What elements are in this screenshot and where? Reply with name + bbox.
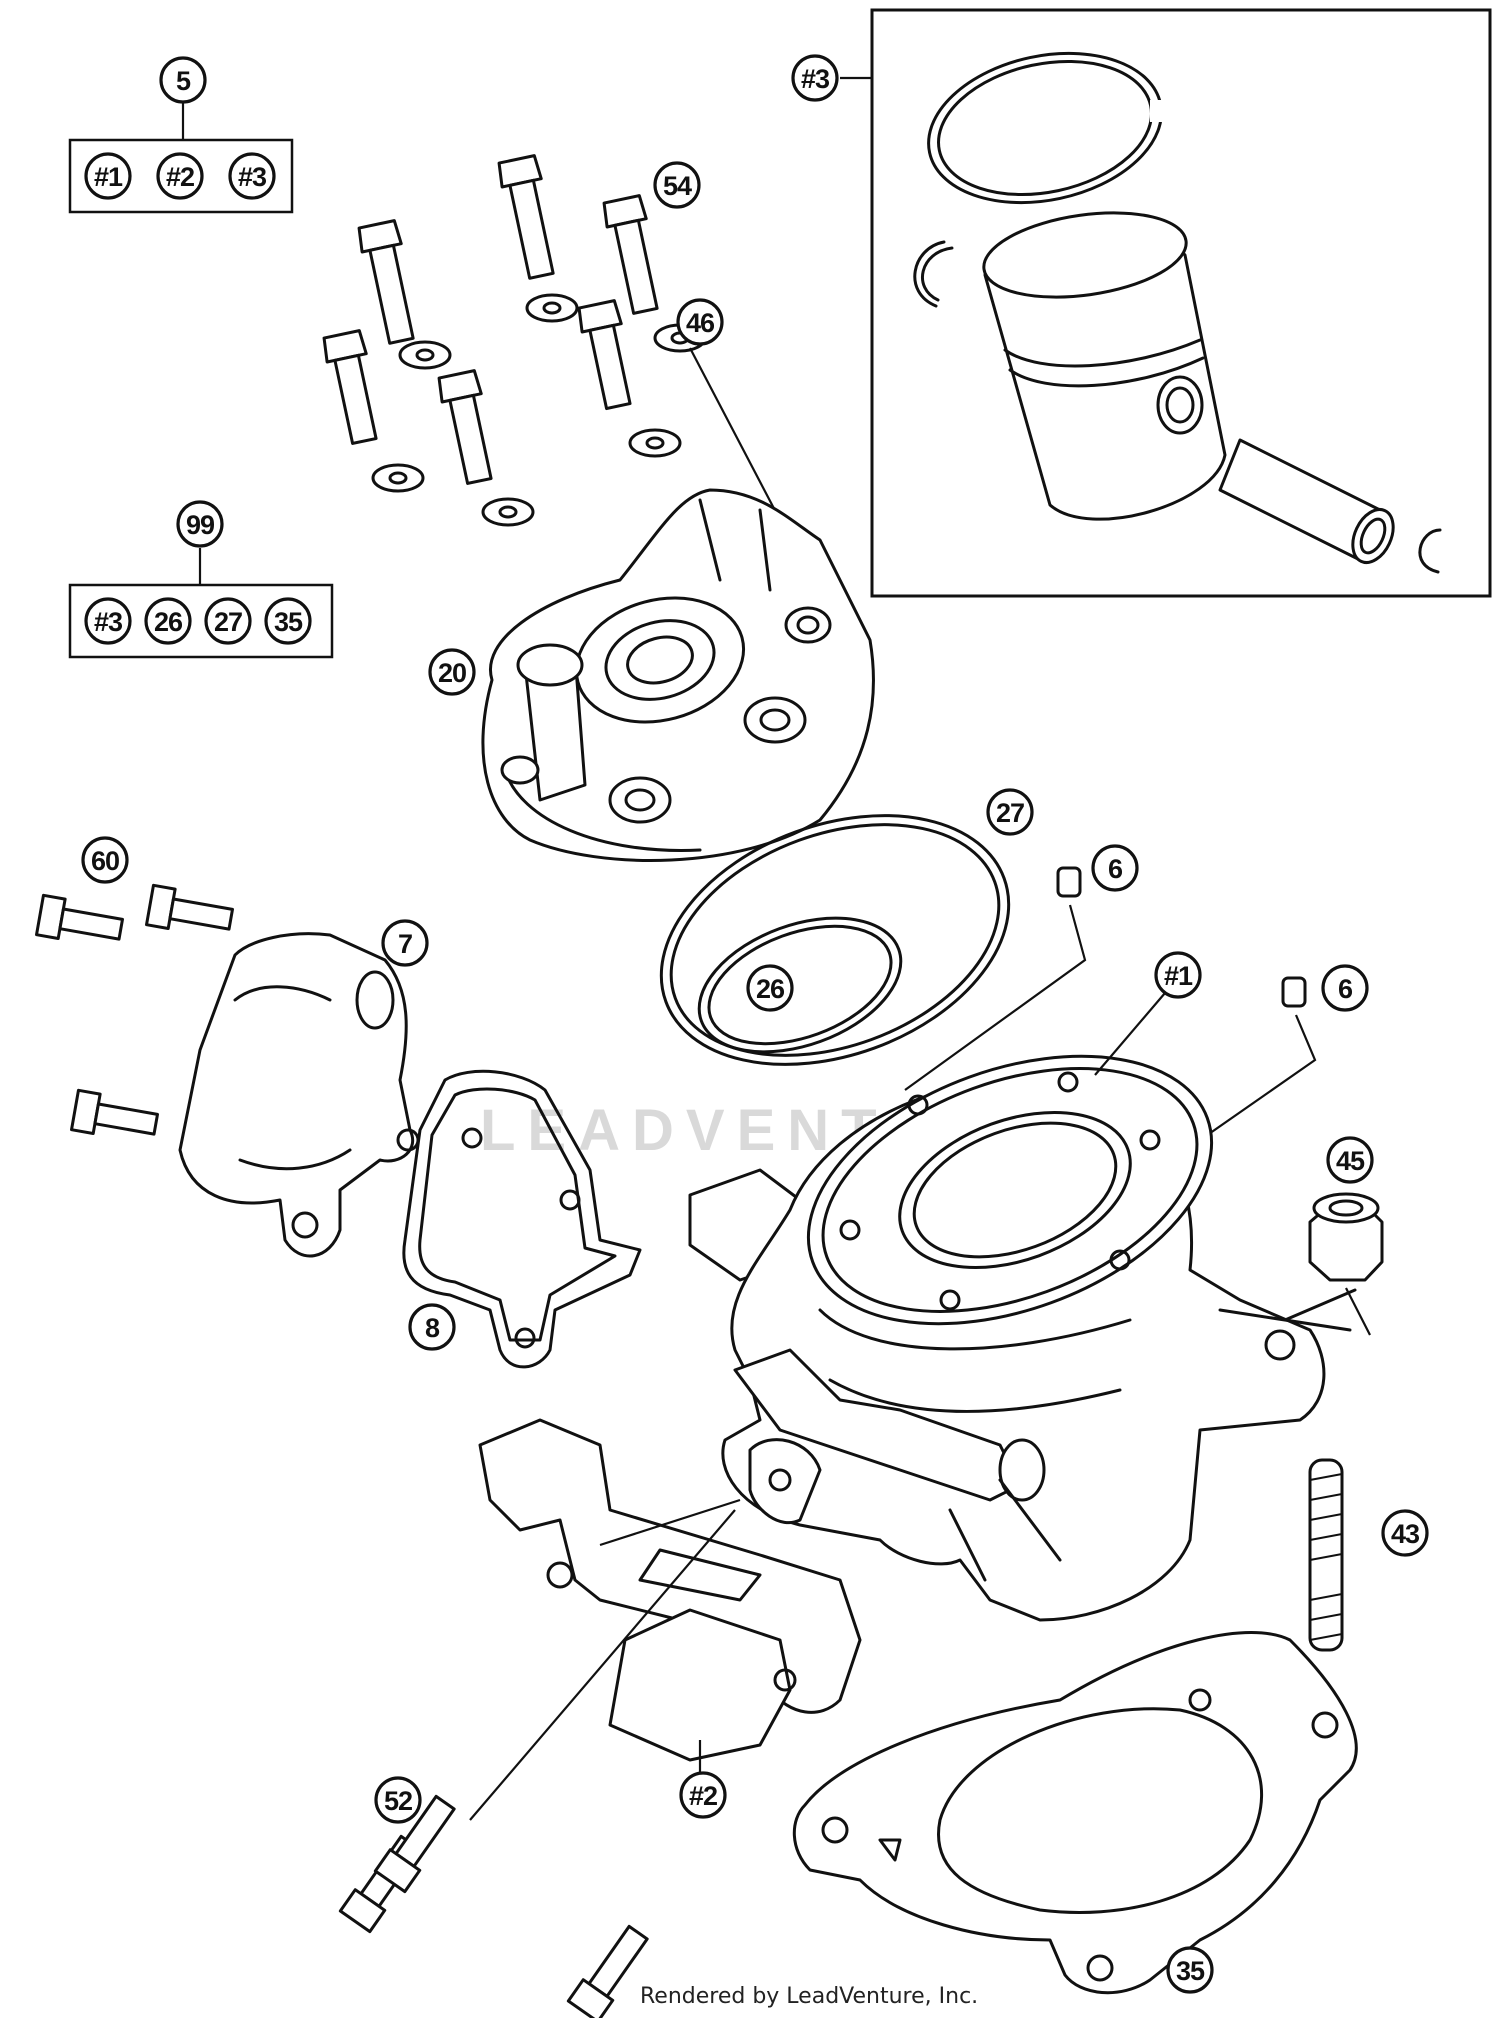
svg-text:#3: #3 [94,607,123,637]
svg-text:35: 35 [274,607,303,637]
svg-text:8: 8 [425,1313,440,1343]
kit-5-group: 5 #1 #2 #3 [68,56,294,214]
callout-dowel-6b[interactable]: 6 [1321,964,1369,1012]
kit-5-item-2[interactable]: #2 [156,152,204,200]
base-gasket [792,1631,1358,1995]
cover-gasket [402,1069,642,1369]
callout-o-ring-26[interactable]: 26 [746,964,794,1012]
kit-99-item-4[interactable]: 35 [264,597,312,645]
svg-text:#2: #2 [689,1781,717,1811]
piston-kit-box [840,8,1492,598]
callout-head-20[interactable]: 20 [428,648,476,696]
kit-99-item-2[interactable]: 26 [144,597,192,645]
callout-gasket-8[interactable]: 8 [408,1303,456,1351]
circlip-left [913,240,954,308]
circlip-right [1418,528,1442,574]
callout-screw-52[interactable]: 52 [374,1776,422,1824]
kit-5-item-1[interactable]: #1 [84,152,132,200]
callout-cover-7[interactable]: 7 [381,919,429,967]
kit-5-item-3[interactable]: #3 [228,152,276,200]
svg-text:27: 27 [996,798,1024,828]
svg-text:6: 6 [1338,974,1353,1004]
cylinder-head [481,488,875,862]
piston-ring [927,51,1168,205]
exhaust-cover [178,932,420,1258]
nut-45 [1308,1192,1384,1336]
rendered-by-credit: Rendered by LeadVenture, Inc. [640,1984,978,2009]
svg-text:26: 26 [154,607,183,637]
kit-99-item-1[interactable]: #3 [84,597,132,645]
callout-dowel-6a[interactable]: 6 [1091,844,1139,892]
callout-o-ring-27[interactable]: 27 [986,788,1034,836]
o-ring-27 [659,814,1011,1066]
callout-kit-5[interactable]: 5 [159,56,207,104]
callout-bolt-60[interactable]: 60 [81,836,129,884]
callout-piston-kit[interactable]: #3 [791,54,839,102]
callout-kit-99[interactable]: 99 [176,500,224,548]
svg-text:43: 43 [1391,1519,1420,1549]
svg-text:#1: #1 [94,162,123,192]
screws-52 [338,1509,736,2018]
piston [982,211,1227,521]
svg-text:#2: #2 [166,162,194,192]
o-ring-26 [697,916,903,1054]
callout-exhaust-valve-2[interactable]: #2 [679,1771,727,1819]
washers [371,293,707,527]
exhaust-valve [478,1418,862,1775]
svg-text:5: 5 [176,66,191,96]
svg-text:27: 27 [214,607,242,637]
stud-43 [1308,1458,1344,1652]
svg-text:20: 20 [438,658,466,688]
callout-cylinder-1[interactable]: #1 [1154,951,1202,999]
svg-text:60: 60 [91,846,119,876]
svg-text:7: 7 [398,929,412,959]
svg-text:46: 46 [686,308,715,338]
cylinder [688,1054,1357,1622]
svg-text:52: 52 [384,1786,412,1816]
head-bolts [322,154,659,485]
svg-text:99: 99 [186,510,215,540]
svg-text:26: 26 [756,974,785,1004]
svg-text:6: 6 [1108,854,1123,884]
svg-text:45: 45 [1336,1146,1365,1176]
svg-text:35: 35 [1176,1956,1205,1986]
svg-text:#1: #1 [1164,961,1193,991]
kit-99-item-3[interactable]: 27 [204,597,252,645]
callout-stud-43[interactable]: 43 [1381,1509,1429,1557]
bolts-60 [35,883,234,1136]
kit-99-group: 99 #3 26 27 35 [68,500,334,659]
callout-base-gasket-35[interactable]: 35 [1166,1946,1214,1994]
dowel-pin-a [904,866,1087,1091]
svg-text:#3: #3 [238,162,267,192]
callout-screw-54[interactable]: 54 [653,161,701,209]
callout-nut-45[interactable]: 45 [1326,1136,1374,1184]
callout-washer-46[interactable]: 46 [676,298,724,346]
wrist-pin [1218,438,1395,564]
svg-text:54: 54 [663,171,692,201]
svg-text:#3: #3 [801,64,830,94]
